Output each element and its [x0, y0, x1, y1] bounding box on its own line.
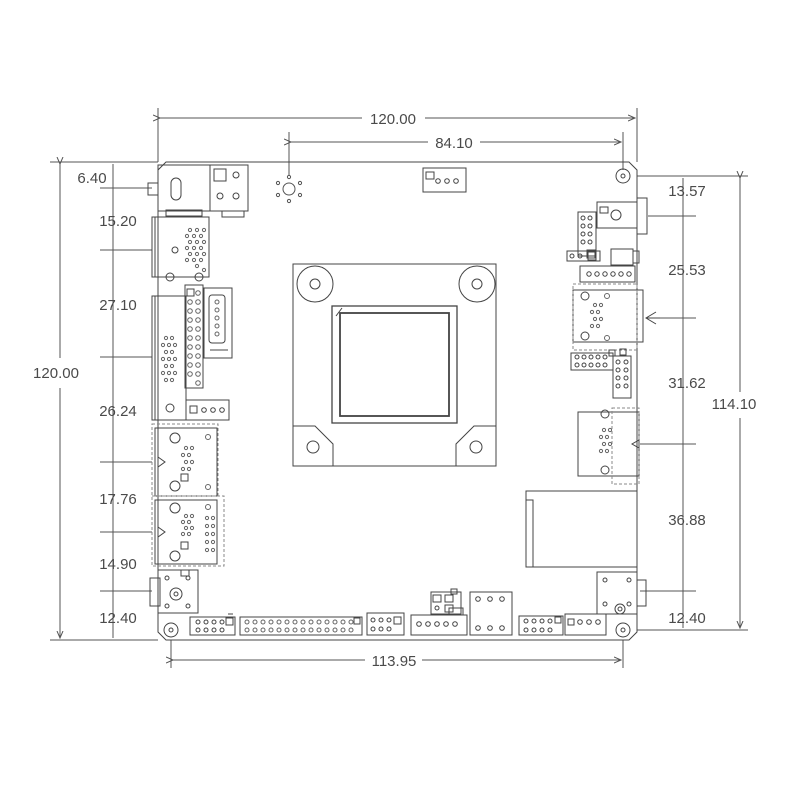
bottom-header-4 [410, 607, 468, 636]
audio-jack-right [596, 571, 647, 615]
bottom-header-7 [564, 613, 607, 636]
vga-connector [151, 295, 187, 421]
dim-top-width: 120.00 [370, 111, 416, 128]
four-pin-header-left [185, 399, 230, 421]
bottom-header-5 [469, 591, 513, 636]
right-header-10pin [570, 349, 616, 371]
dim-right-3: 31.62 [668, 375, 706, 392]
bottom-header-3 [366, 612, 405, 636]
right-barrel-jack [596, 197, 648, 235]
right-header-vertical [612, 348, 632, 399]
top-header [422, 167, 467, 193]
dim-left-2: 15.20 [99, 213, 137, 230]
lan-port-left-2 [151, 495, 225, 567]
right-small-header [566, 250, 601, 262]
dimension-lines [50, 108, 748, 668]
bottom-gpio-header [239, 616, 363, 636]
dim-right-5: 12.40 [668, 610, 706, 627]
dim-left-5: 17.76 [99, 491, 137, 508]
dim-left-3: 27.10 [99, 297, 137, 314]
bottom-header-6 [518, 615, 564, 636]
dim-left-height: 120.00 [33, 365, 79, 382]
lan-port-left-1 [151, 423, 219, 497]
right-pin-header-top [577, 211, 597, 259]
audio-jack-left [149, 569, 199, 614]
bottom-header-1 [189, 613, 236, 636]
right-connector-block [572, 283, 660, 351]
combo-port [151, 216, 210, 282]
dim-bottom-width: 113.95 [372, 653, 417, 670]
sim-card-slot [525, 490, 638, 568]
dim-left-6: 14.90 [99, 556, 137, 573]
right-header-6pin [579, 265, 636, 283]
dc-jack [147, 164, 249, 218]
vertical-pin-header-left [184, 284, 204, 389]
dim-left-1: 6.40 [77, 170, 106, 187]
dim-right-4: 36.88 [668, 512, 706, 529]
right-button [610, 248, 640, 266]
sata-connector-left [203, 287, 233, 359]
cpu-heatsink [292, 263, 497, 467]
dim-right-2: 25.53 [668, 262, 706, 279]
dim-right-height: 114.10 [712, 396, 757, 413]
dim-left-4: 26.24 [99, 403, 137, 420]
dim-right-1: 13.57 [668, 183, 706, 200]
dim-left-7: 12.40 [99, 610, 137, 627]
right-lan-port [577, 407, 640, 485]
dimension-labels: 120.00 84.10 113.95 120.00 114.10 6.40 1… [33, 111, 756, 670]
dim-hole-spacing-top: 84.10 [435, 135, 473, 152]
fiducial-top [275, 174, 303, 204]
board-outline [157, 161, 638, 641]
mounting-holes [163, 168, 631, 638]
bottom-jumper-block [430, 588, 462, 615]
